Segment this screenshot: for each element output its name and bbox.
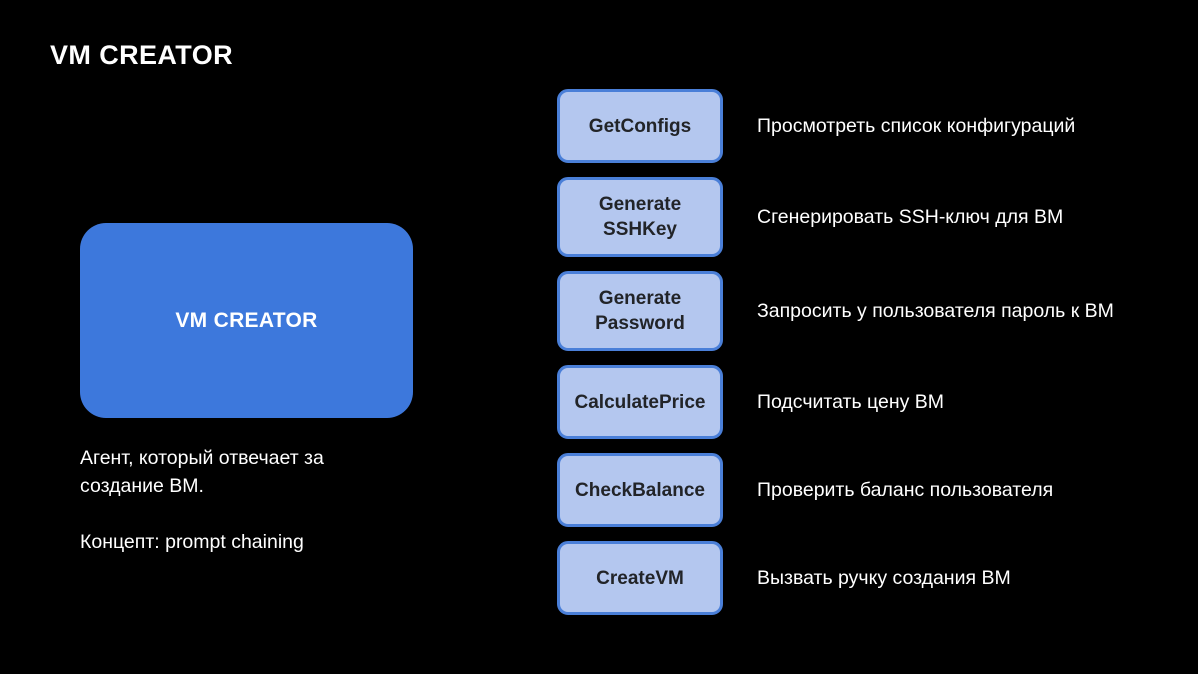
tool-box-label-line: SSHKey (603, 219, 677, 240)
tool-row: GetConfigs Просмотреть список конфигураци… (557, 89, 1157, 163)
tool-box-label-line: Password (595, 313, 685, 334)
agent-description: Агент, который отвечает за создание ВМ. (80, 447, 324, 497)
tool-box-label-line: GetConfigs (588, 115, 692, 137)
tool-box-label-line: Generate (598, 194, 682, 215)
page-title: VM CREATOR (50, 40, 234, 70)
tool-box-label-line: CreateVM (596, 567, 684, 589)
tool-box-label: CalculatePrice (571, 388, 710, 417)
tool-description: Подсчитать цену ВМ (757, 391, 945, 413)
tool-box-label: CheckBalance (571, 476, 709, 505)
tool-description: Сгенерировать SSH-ключ для ВМ (757, 206, 1064, 228)
tool-box-label-line: CalculatePrice (574, 391, 706, 413)
tool-box[interactable]: CreateVM (557, 541, 723, 615)
agent-concept: Концепт: prompt chaining (80, 531, 304, 553)
tool-box[interactable]: CheckBalance (557, 453, 723, 527)
agent-box-label: VM CREATOR (175, 308, 318, 332)
agent-box[interactable]: VM CREATOR (80, 223, 413, 418)
tool-description: Запросить у пользователя пароль к ВМ (757, 300, 1114, 322)
tool-box-label-line: CheckBalance (575, 479, 705, 501)
tool-box-label: GetConfigs (585, 112, 695, 141)
tool-box[interactable]: CalculatePrice (557, 365, 723, 439)
tool-description: Проверить баланс пользователя (757, 479, 1054, 501)
agent-column: VM CREATOR Агент, который отвечает за со… (80, 223, 420, 556)
tool-row: CheckBalance Проверить баланс пользовател… (557, 453, 1157, 527)
tool-box-label-line: Generate (598, 288, 682, 309)
tool-box[interactable]: GetConfigs (557, 89, 723, 163)
tool-row: CreateVM Вызвать ручку создания ВМ (557, 541, 1157, 615)
tool-description: Просмотреть список конфигураций (757, 115, 1076, 137)
tools-list: GetConfigs Просмотреть список конфигураци… (557, 89, 1157, 629)
tool-box-label: CreateVM (592, 564, 688, 593)
tool-description: Вызвать ручку создания ВМ (757, 567, 1011, 589)
tool-row: CalculatePrice Подсчитать цену ВМ (557, 365, 1157, 439)
